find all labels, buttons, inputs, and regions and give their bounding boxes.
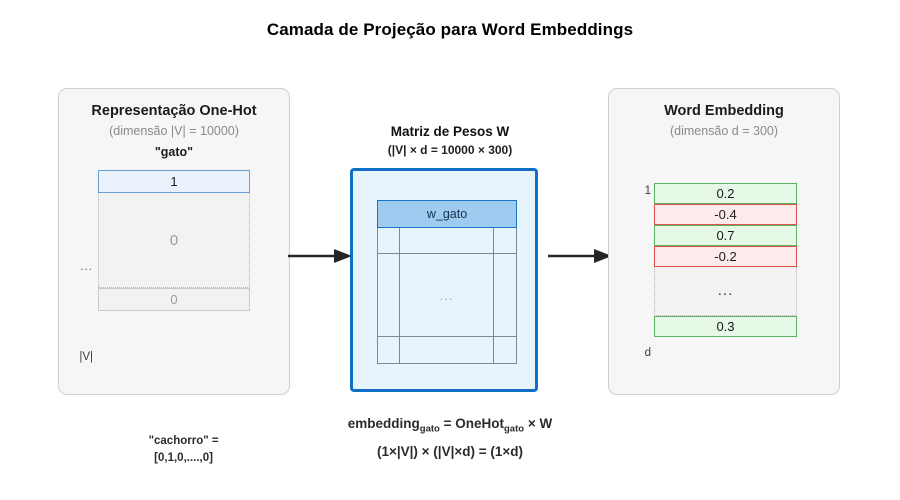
onehot-index-ellipsis: ... [80,261,93,273]
matrix-heading: Matriz de Pesos W [390,124,510,139]
embedding-index-first: 1 [644,185,651,197]
embedding-cell-1: 0.2 [654,183,797,204]
formula-line-2: (1×|V|) × (|V|×d) = (1×d) [376,444,524,459]
embedding-cell-d: 0.3 [654,316,797,337]
embedding-cell-2: -0.4 [654,204,797,225]
onehot-index-last: |V| [79,351,93,363]
example-row-passaro: "pássaro" = [0,0,1,....,0] [58,484,290,500]
matrix-body: ... [377,228,517,364]
matrix-cell-r1c2 [400,228,494,254]
matrix-cell-r3c3 [494,337,516,363]
matrix-body-ellipsis: ... [400,254,494,337]
embedding-ellipsis: ... [654,267,797,316]
formula-sub-gato-1: gato [419,423,440,435]
formula-equals-onehot: = OneHot [439,416,504,431]
onehot-cell-zeros: 0 [98,193,250,288]
formula-sub-gato-2: gato [504,423,525,435]
embedding-subheading: (dimensão d = 300) [669,124,779,138]
matrix-column-header-w-gato: w_gato [377,200,517,228]
onehot-heading: Representação One-Hot [91,103,257,119]
matrix-cell-r1c1 [378,228,400,254]
embedding-cell-3: 0.7 [654,225,797,246]
arrow-onehot-to-matrix [288,249,352,263]
matrix-cell-r2c3 [494,254,516,337]
embedding-vector: 0.2 -0.4 0.7 -0.2 ... 0.3 [654,183,797,337]
embedding-panel: Word Embedding (dimensão d = 300) 1 d 0.… [608,88,840,395]
matrix-cell-r2c1 [378,254,400,337]
matrix-cell-r3c2 [400,337,494,363]
weight-matrix-grid: w_gato ... [377,200,517,364]
weight-matrix-panel: w_gato ... [350,168,538,392]
matrix-cell-r3c1 [378,337,400,363]
matrix-cell-r1c3 [494,228,516,254]
onehot-panel: Representação One-Hot (dimensão |V| = 10… [58,88,290,395]
formula-times-w: × W [524,416,553,431]
example-row-cachorro: "cachorro" = [0,1,0,....,0] [58,416,290,484]
onehot-examples: "cachorro" = [0,1,0,....,0] "pássaro" = … [58,416,290,500]
onehot-subheading: (dimensão |V| = 10000) [109,124,239,138]
embedding-index-last: d [644,347,651,359]
embedding-cell-4: -0.2 [654,246,797,267]
arrow-matrix-to-embedding [548,249,612,263]
formula-embedding-word: embedding [347,416,420,431]
onehot-cell-last: 0 [98,288,250,311]
formula-line-1: embeddinggato = OneHotgato × W [324,416,576,435]
embedding-heading: Word Embedding [664,103,784,119]
matrix-subheading: (|V| × d = 10000 × 300) [387,143,513,157]
onehot-cell-one: 1 [98,170,250,193]
onehot-word-label: "gato" [154,145,194,159]
page-title: Camada de Projeção para Word Embeddings [266,20,634,39]
example-vector-cachorro: [0,1,0,....,0] [154,452,213,464]
onehot-vector: 1 0 0 [98,170,250,311]
example-word-cachorro: "cachorro" = [148,435,219,447]
